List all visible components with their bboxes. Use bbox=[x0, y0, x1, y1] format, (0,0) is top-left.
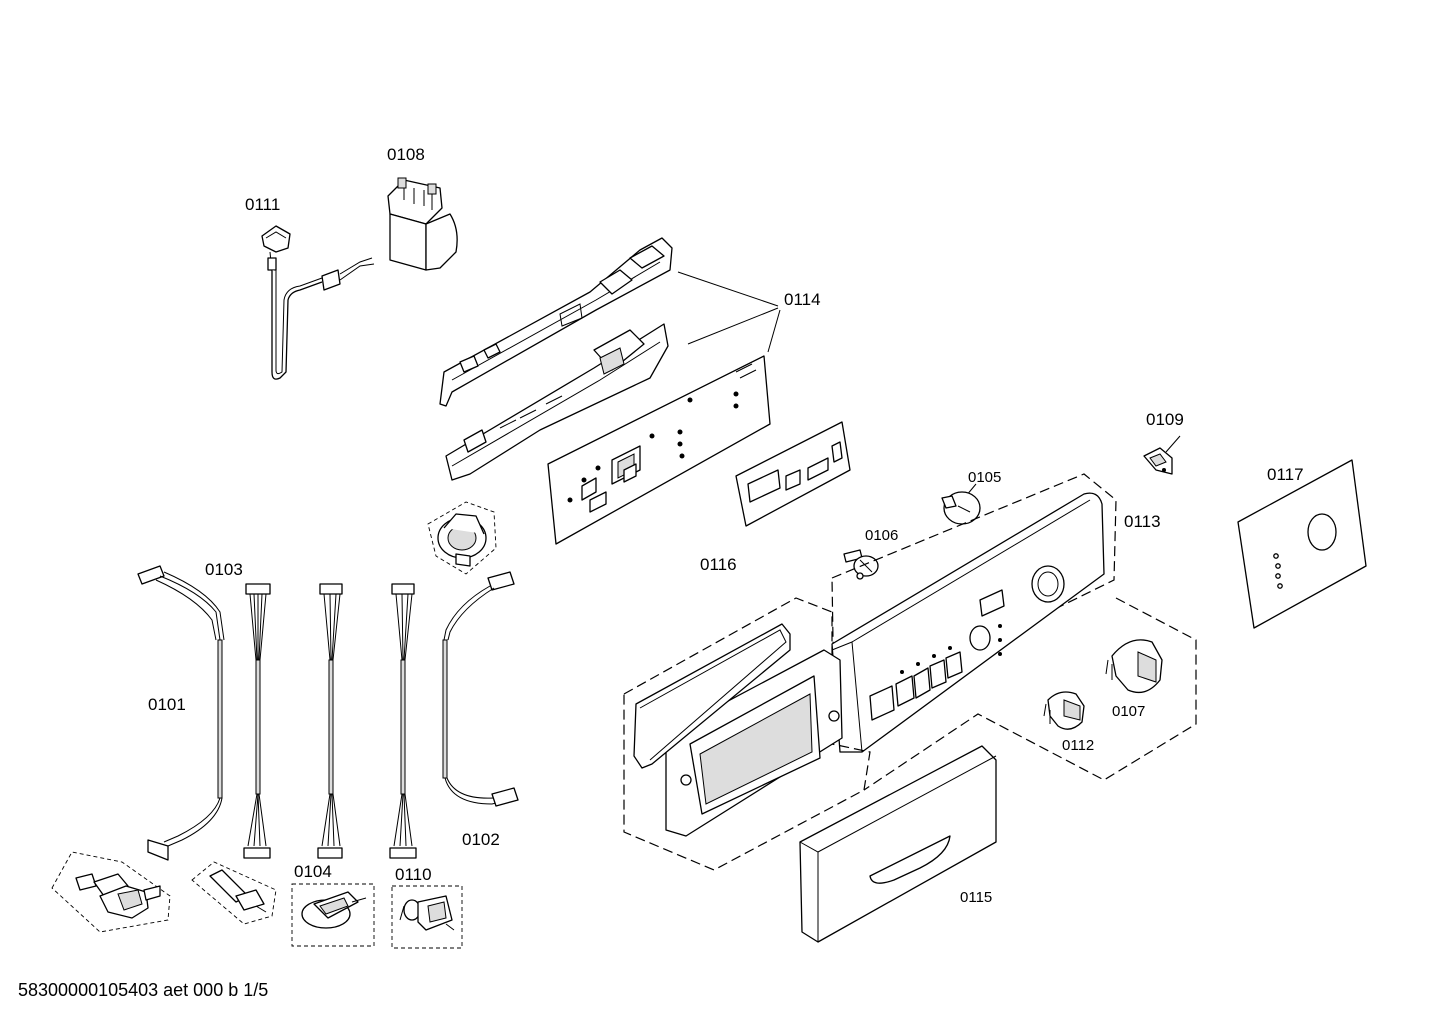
label-0107: 0107 bbox=[1112, 703, 1145, 720]
label-0102: 0102 bbox=[462, 830, 500, 849]
part-0110-component[interactable] bbox=[391, 885, 463, 949]
part-0115-drawer-front[interactable] bbox=[799, 745, 997, 943]
part-0112-small-knob[interactable] bbox=[1043, 691, 1085, 730]
label-0110: 0110 bbox=[395, 865, 432, 884]
label-0104: 0104 bbox=[294, 862, 332, 881]
part-0116-display-panel[interactable] bbox=[735, 421, 851, 527]
part-0114-upper-bracket[interactable] bbox=[439, 237, 673, 407]
part-0109-connector[interactable] bbox=[1143, 435, 1181, 475]
part-0114-circuit-board[interactable] bbox=[547, 355, 771, 545]
part-inlet-valve[interactable] bbox=[51, 851, 171, 933]
part-0114-middle-bracket[interactable] bbox=[445, 323, 669, 481]
part-0110-wiring-harness[interactable] bbox=[389, 583, 417, 859]
part-0101-wiring-harness[interactable] bbox=[137, 565, 225, 861]
part-0113-fascia-panel[interactable] bbox=[831, 473, 1117, 753]
label-0114: 0114 bbox=[784, 290, 821, 309]
label-0105: 0105 bbox=[968, 469, 1001, 486]
leader-lines-0114 bbox=[677, 271, 781, 353]
part-0104-wiring-harness[interactable] bbox=[317, 583, 343, 859]
label-0113: 0113 bbox=[1124, 512, 1161, 531]
label-0117: 0117 bbox=[1267, 465, 1304, 484]
label-0116: 0116 bbox=[700, 555, 737, 574]
part-ntc-sensor[interactable] bbox=[191, 861, 277, 925]
dashed-envelope-drawer bbox=[623, 597, 1197, 871]
part-pressure-switch[interactable] bbox=[427, 501, 497, 575]
part-0102-wiring-harness[interactable] bbox=[442, 571, 519, 807]
document-id-footer: 58300000105403 aet 000 b 1/5 bbox=[18, 980, 269, 1000]
part-0111-power-cord[interactable] bbox=[261, 225, 375, 380]
label-0115: 0115 bbox=[960, 889, 992, 906]
part-0104-pressure-switch[interactable] bbox=[291, 883, 375, 947]
label-0103: 0103 bbox=[205, 560, 243, 579]
part-0108-interference-filter[interactable] bbox=[387, 177, 458, 271]
label-0112: 0112 bbox=[1062, 737, 1094, 754]
label-0108: 0108 bbox=[387, 145, 425, 164]
part-labels: 0108 0111 0114 0109 0117 0105 0113 0106 … bbox=[148, 145, 1304, 906]
part-0103-wiring-harness[interactable] bbox=[243, 583, 271, 859]
part-0106-selector-shaft[interactable] bbox=[843, 549, 879, 580]
part-drawer-housing[interactable] bbox=[633, 623, 843, 837]
label-0101: 0101 bbox=[148, 695, 186, 714]
part-0117-control-panel-foil[interactable] bbox=[1237, 459, 1367, 629]
label-0109: 0109 bbox=[1146, 410, 1184, 429]
label-0111: 0111 bbox=[245, 195, 280, 214]
label-0106: 0106 bbox=[865, 527, 898, 544]
part-0105-knob-disc[interactable] bbox=[941, 483, 981, 525]
part-0107-large-knob[interactable] bbox=[1105, 639, 1163, 694]
